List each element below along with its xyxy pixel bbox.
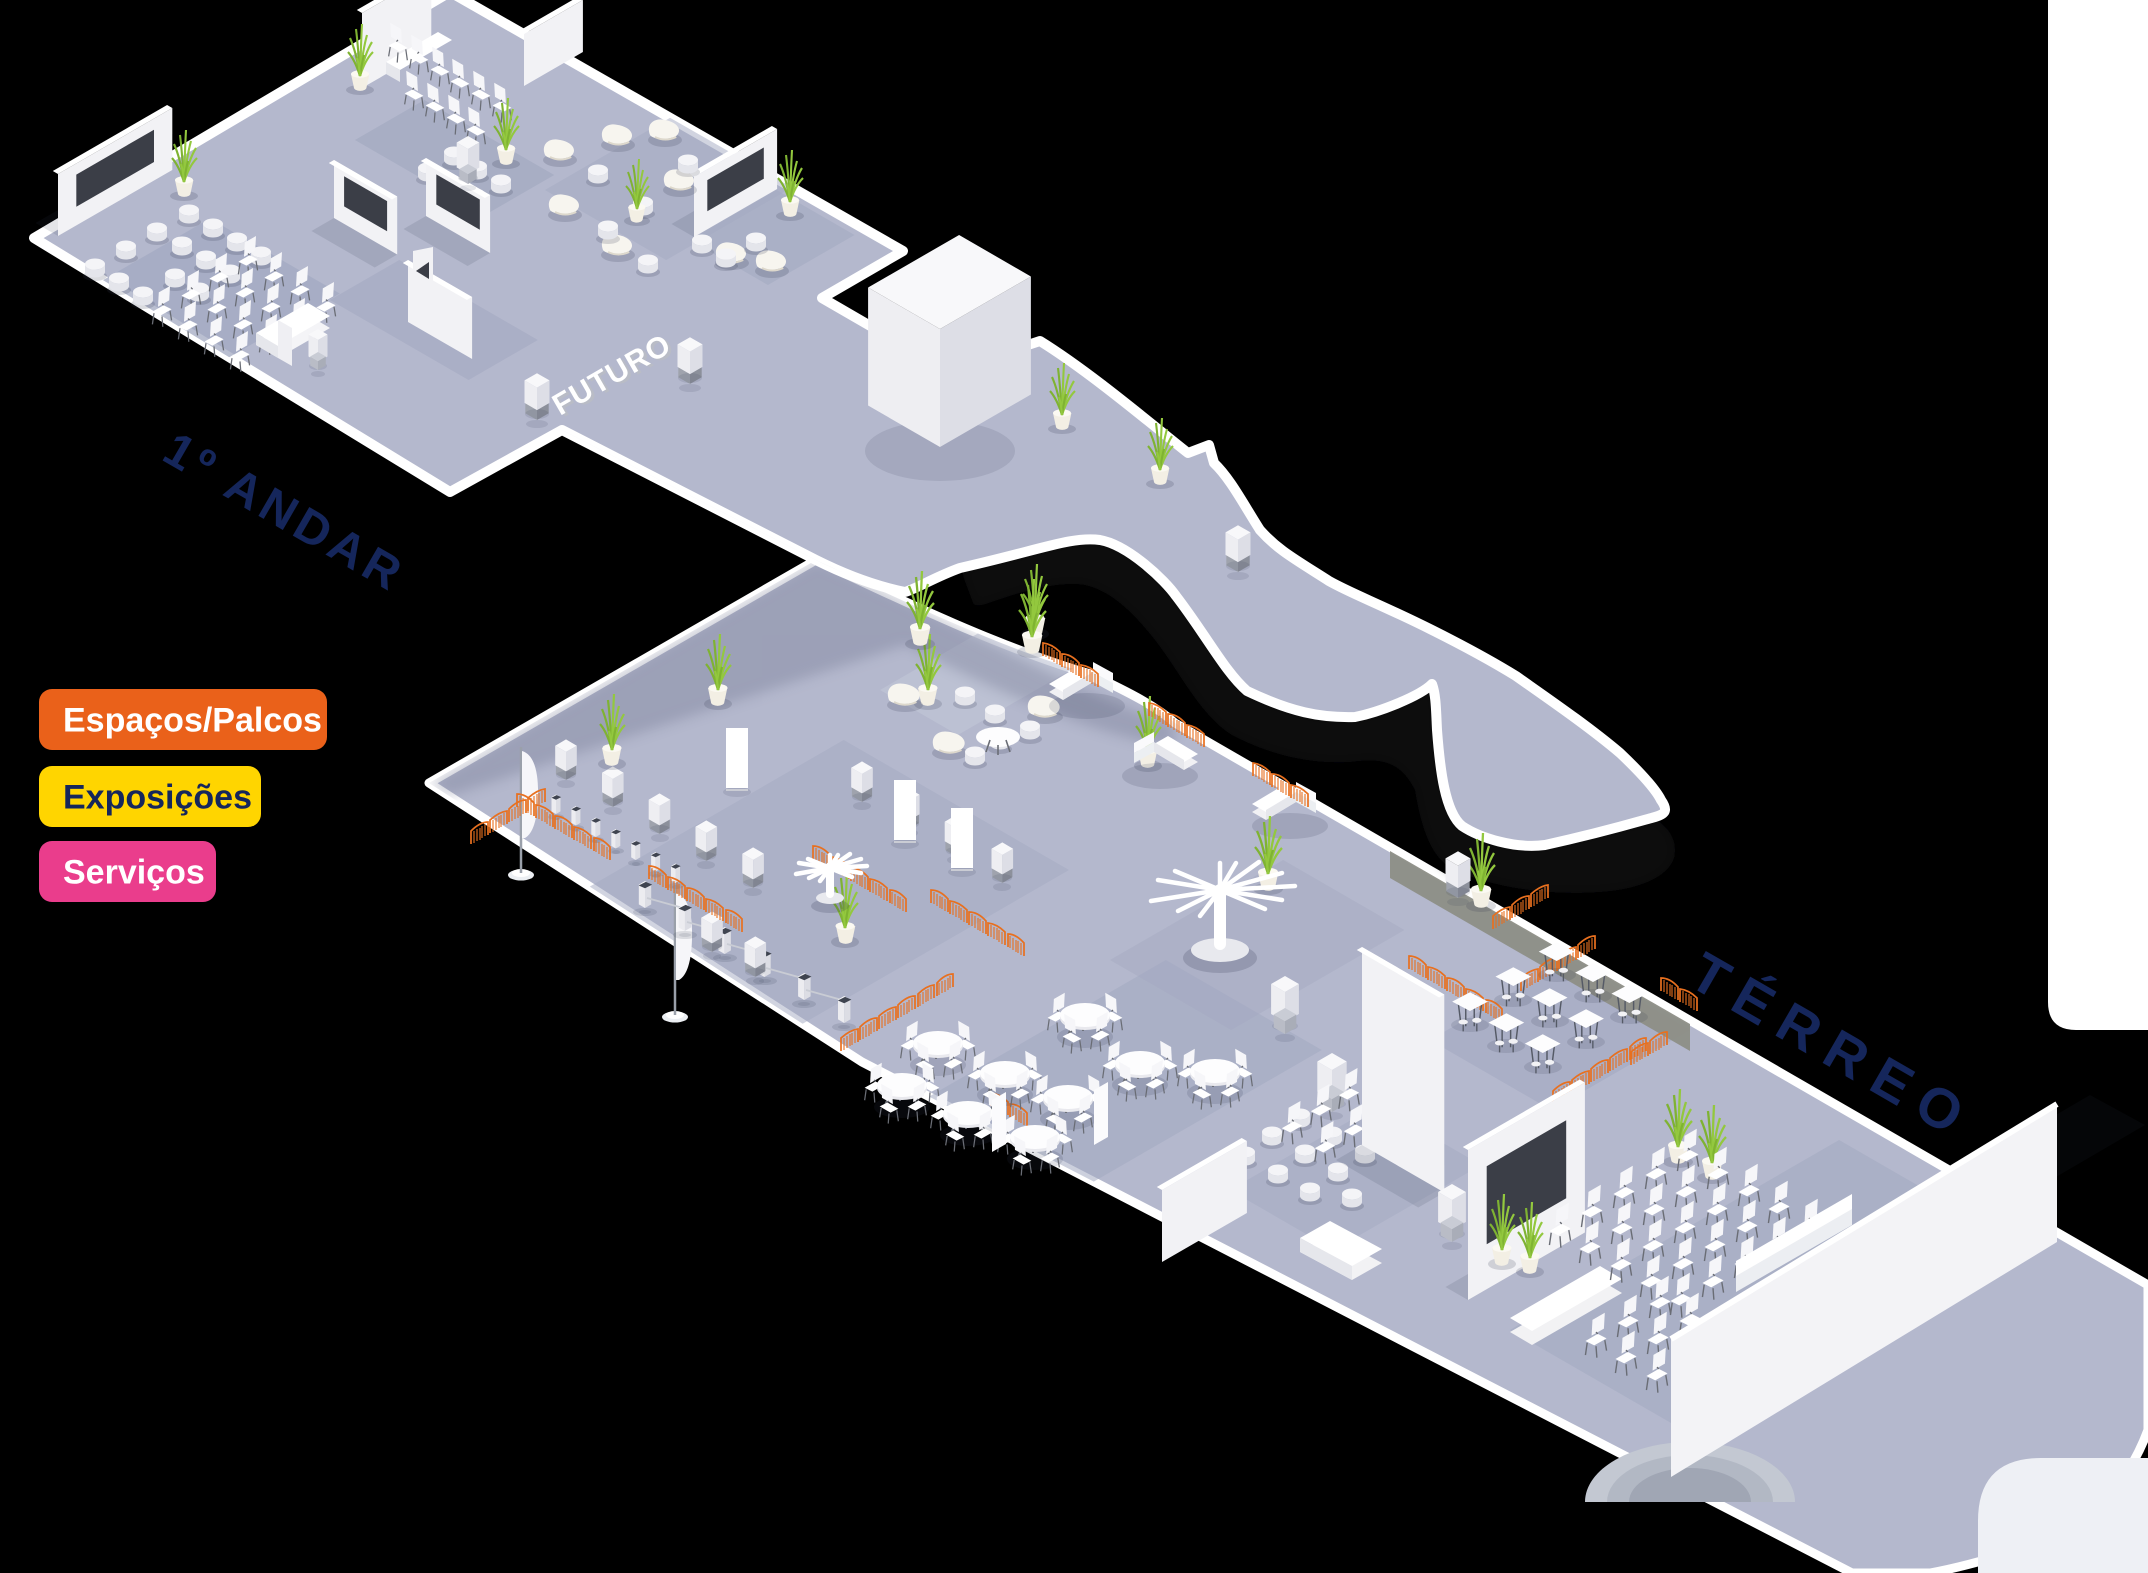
svg-text:Espaços/Palcos: Espaços/Palcos [63,702,322,740]
svg-text:Serviços: Serviços [63,854,205,892]
svg-text:Exposições: Exposições [63,779,252,817]
